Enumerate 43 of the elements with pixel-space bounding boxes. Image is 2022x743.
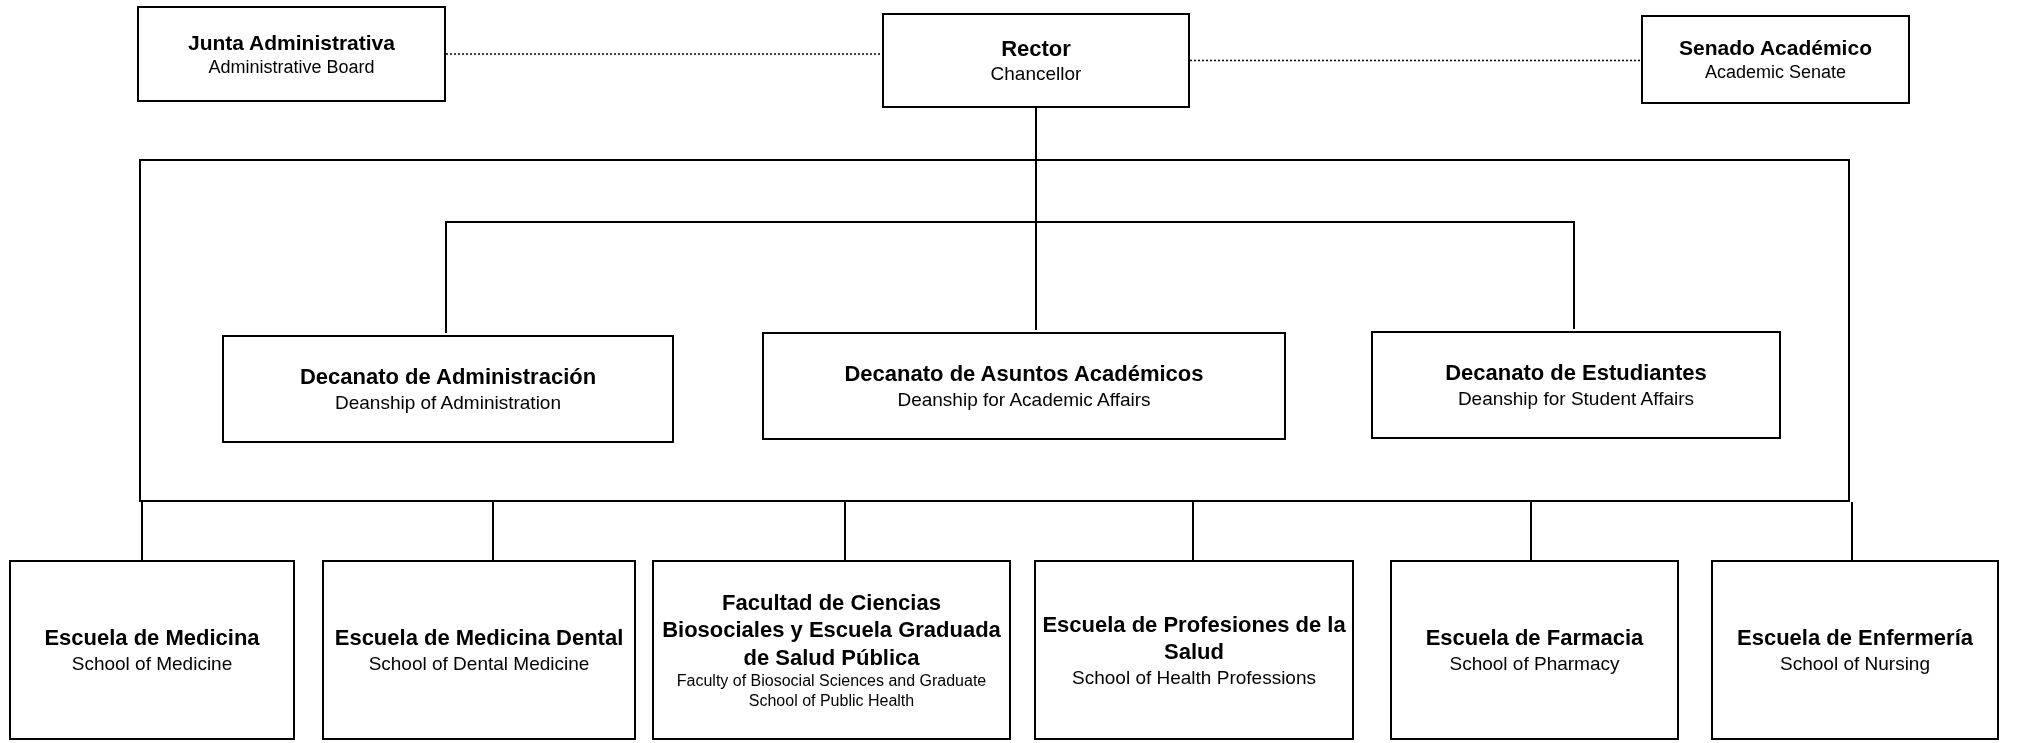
- unit-name: Facultad de Ciencias Biosociales y Escuela Graduada de Salud Pública: [661, 588, 1002, 672]
- unit-translation: Faculty of Biosocial Sciences and Graduate School of Public Health: [675, 671, 988, 712]
- org-box: [882, 13, 1190, 108]
- unit-name: Escuela de Medicina Dental: [334, 624, 624, 652]
- unit-translation: School of Pharmacy: [1449, 651, 1620, 676]
- unit-translation: Chancellor: [990, 62, 1082, 87]
- org-box: [652, 560, 1011, 740]
- org-box: [1390, 560, 1679, 740]
- connector-line: [1530, 501, 1532, 561]
- unit-translation: School of Health Professions: [1072, 665, 1316, 690]
- connector-line: [1192, 501, 1194, 561]
- org-box: [1034, 560, 1354, 740]
- unit-name: Junta Administrativa: [188, 29, 395, 56]
- org-box: [222, 335, 674, 443]
- unit-translation: School of Dental Medicine: [368, 651, 590, 676]
- unit-name: Escuela de Profesiones de la Salud: [1041, 610, 1347, 666]
- unit-name: Decanato de Administración: [299, 363, 597, 391]
- unit-translation: School of Nursing: [1780, 651, 1930, 676]
- unit-name: Escuela de Medicina: [44, 624, 260, 652]
- connector-line: [844, 501, 846, 561]
- unit-translation: Academic Senate: [1704, 61, 1847, 84]
- unit-name: Decanato de Asuntos Académicos: [844, 360, 1204, 388]
- org-box: [762, 332, 1286, 440]
- frame-box: [139, 159, 1850, 502]
- connector-line: [141, 501, 143, 561]
- unit-translation: School of Medicine: [71, 651, 233, 676]
- unit-translation: Administrative Board: [208, 55, 375, 79]
- unit-name: Senado Académico: [1679, 35, 1872, 62]
- unit-translation: Deanship of Administration: [335, 390, 561, 415]
- unit-translation: Deanship for Student Affairs: [1457, 386, 1695, 411]
- unit-name: Escuela de Enfermería: [1737, 624, 1973, 652]
- connector-line: [1851, 501, 1853, 561]
- unit-name: Escuela de Farmacia: [1425, 624, 1644, 652]
- unit-translation: Deanship for Academic Affairs: [897, 387, 1151, 412]
- connector-line: [492, 501, 494, 561]
- unit-name: Decanato de Estudiantes: [1445, 359, 1707, 387]
- org-box: [137, 6, 446, 102]
- org-box: [322, 560, 636, 740]
- org-box: [1711, 560, 1999, 740]
- org-box: [9, 560, 295, 740]
- org-box: [1641, 15, 1910, 104]
- unit-name: Rector: [1001, 34, 1071, 63]
- org-box: [1371, 331, 1781, 439]
